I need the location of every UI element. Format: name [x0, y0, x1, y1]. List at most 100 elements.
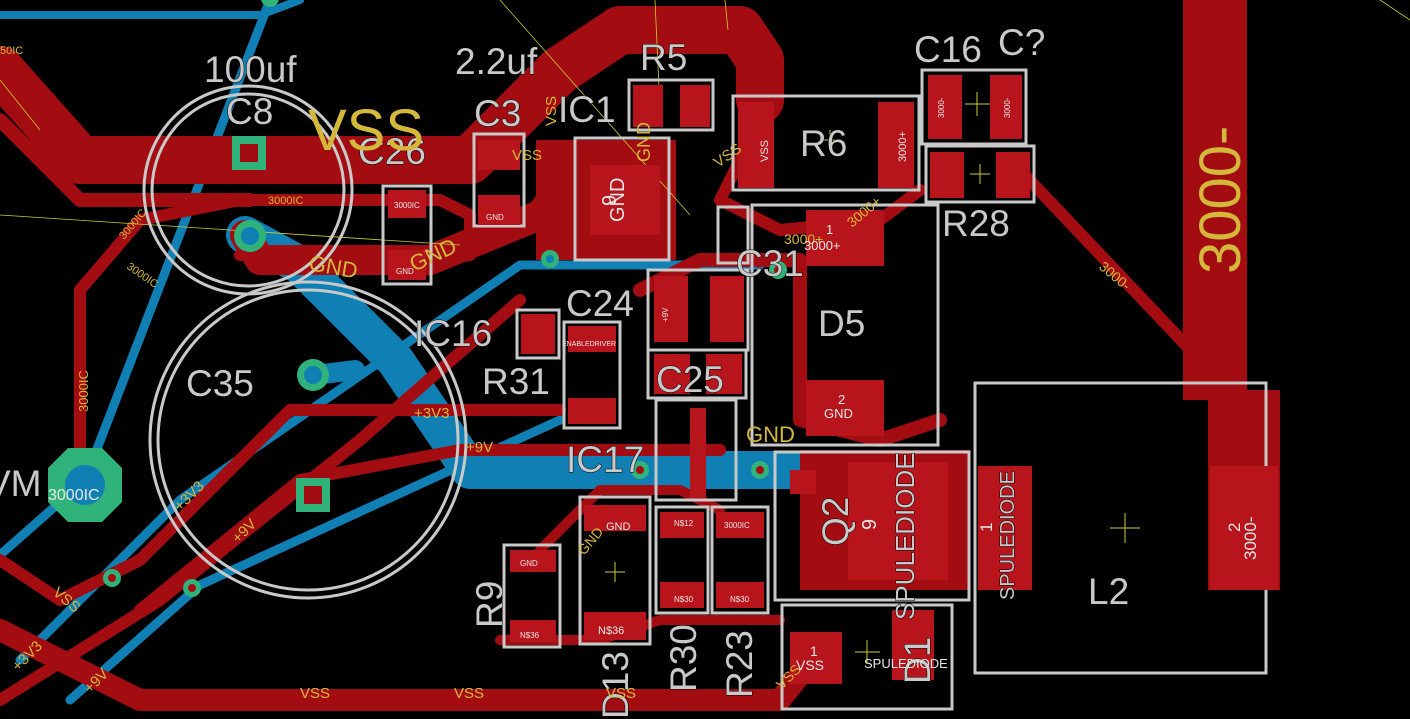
trace-3000plus[interactable] [714, 134, 926, 236]
smd-pads[interactable] [388, 75, 1278, 684]
ic1-outline [573, 136, 671, 262]
net-label-vss-1: VSS [300, 685, 330, 702]
trace-3v3[interactable] [0, 404, 566, 606]
ic17-outline [654, 398, 738, 502]
designator-c25: C25 [656, 359, 724, 400]
designator-d13: D13 [595, 651, 636, 719]
designator-r30: R30 [663, 624, 704, 692]
svg-text:3000+: 3000+ [897, 131, 909, 162]
r28-outline [924, 144, 1036, 204]
net-label-gnd-4: GND [634, 122, 654, 162]
c26-outline [381, 184, 433, 286]
c16-outline [920, 68, 1028, 146]
label-spulediode-vertical: SPULEDIODE [890, 452, 920, 620]
trace-3000-right[interactable] [1014, 164, 1206, 366]
trace-vss-top-left[interactable] [0, 6, 784, 184]
c31-outline [716, 205, 750, 265]
designator-r5: R5 [640, 37, 687, 78]
designator-r6: R6 [800, 123, 847, 164]
net-label-9v-1: +9V [466, 439, 493, 456]
origin-marks [605, 92, 1140, 664]
svg-text:9: 9 [599, 195, 621, 206]
r6-outline [731, 94, 921, 192]
designator-d5: D5 [818, 303, 865, 344]
designator-cq: C? [998, 22, 1045, 63]
svg-text:3000-: 3000- [1241, 517, 1260, 560]
r31-outline [562, 320, 622, 430]
svg-text:1: 1 [810, 643, 818, 659]
c3-outline [472, 132, 526, 228]
net-label-3000ic-4: 3000IC [76, 370, 91, 412]
svg-text:3000IC: 3000IC [394, 201, 420, 210]
designator-d1: D1 [897, 637, 938, 684]
designator-ic1: IC1 [558, 89, 616, 130]
q2-outline [773, 450, 971, 602]
net-label-vss-7: VSS [543, 96, 560, 126]
designator-c35: C35 [186, 363, 254, 404]
net-label-vss-large: VSS [308, 98, 424, 163]
r30-outline [654, 505, 710, 615]
svg-text:GND: GND [396, 267, 414, 276]
svg-text:3000+: 3000+ [804, 238, 841, 253]
net-label-vss-3: VSS [606, 685, 636, 702]
designator-vm: VM [0, 463, 42, 504]
svg-text:GND: GND [606, 521, 631, 533]
svg-text:N$12: N$12 [674, 519, 694, 528]
svg-text:1: 1 [977, 523, 996, 532]
d13-outline [578, 495, 652, 646]
designator-c26: C26 [358, 131, 426, 172]
svg-text:SPULEDIODE: SPULEDIODE [864, 656, 948, 671]
svg-text:N$30: N$30 [730, 595, 750, 604]
svg-text:VSS: VSS [796, 657, 824, 673]
d1-outline [780, 603, 954, 711]
label-spulediode-l2: SPULEDIODE [997, 471, 1019, 600]
svg-text:3000IC: 3000IC [724, 521, 750, 530]
designator-ic17: IC17 [566, 439, 644, 480]
svg-text:N$36: N$36 [598, 625, 624, 637]
copper-pour-3000-minus[interactable] [1183, 0, 1247, 400]
net-label-3000plus-1: 3000+ [784, 231, 823, 247]
trace-left-diag[interactable] [0, 113, 257, 207]
svg-text:3000IC: 3000IC [48, 487, 100, 504]
c35-outline-inner [156, 288, 460, 592]
r5-outline [627, 78, 715, 132]
svg-text:N$36: N$36 [520, 631, 540, 640]
trace-gnd-mid[interactable] [633, 253, 947, 447]
svg-text:2: 2 [838, 392, 845, 407]
net-label-3000ic-1: 3000IC [268, 195, 304, 207]
trace-3000ic-left[interactable] [74, 194, 246, 466]
through-hole-pads[interactable] [48, 0, 787, 597]
svg-text:GND: GND [824, 406, 853, 421]
net-label-gnd-3: GND [746, 422, 795, 447]
c25-outline [646, 348, 748, 400]
designator-l2: L2 [1088, 571, 1129, 612]
svg-text:ENABLEDRIVER: ENABLEDRIVER [562, 341, 616, 348]
designator-c8: C8 [226, 91, 273, 132]
pad-labels: GND 9 1 3000+ 2 GND VSS 3000+ 3000IC GND… [48, 97, 1260, 673]
r23-outline [710, 505, 770, 615]
svg-text:9: 9 [859, 519, 881, 530]
designator-q2: Q2 [815, 497, 856, 546]
designator-c3: C3 [474, 93, 521, 134]
designator-c24: C24 [566, 283, 634, 324]
svg-text:3000-: 3000- [1003, 97, 1012, 118]
svg-text:GND: GND [520, 559, 538, 568]
net-label-vss-6: VSS [512, 147, 542, 164]
designator-c16: C16 [914, 29, 982, 70]
r9-outline [502, 543, 562, 649]
designators: 100uf C8 2.2uf C3 C26 IC1 R5 R6 C16 C? R… [0, 22, 1130, 719]
designator-c31: C31 [736, 243, 804, 284]
net-label-vss-2: VSS [454, 685, 484, 702]
bottom-trace-upper-left[interactable] [0, 0, 304, 19]
svg-text:GND: GND [486, 213, 504, 222]
designator-r23: R23 [719, 630, 760, 698]
svg-text:N$30: N$30 [674, 595, 694, 604]
svg-text:+9V: +9V [661, 307, 670, 322]
designator-r9: R9 [469, 581, 510, 628]
value-c3: 2.2uf [455, 41, 538, 82]
svg-text:3000-: 3000- [937, 97, 946, 118]
c35-outline [148, 280, 468, 600]
net-label-corner: 50IC [0, 45, 23, 57]
designator-r31: R31 [482, 361, 550, 402]
